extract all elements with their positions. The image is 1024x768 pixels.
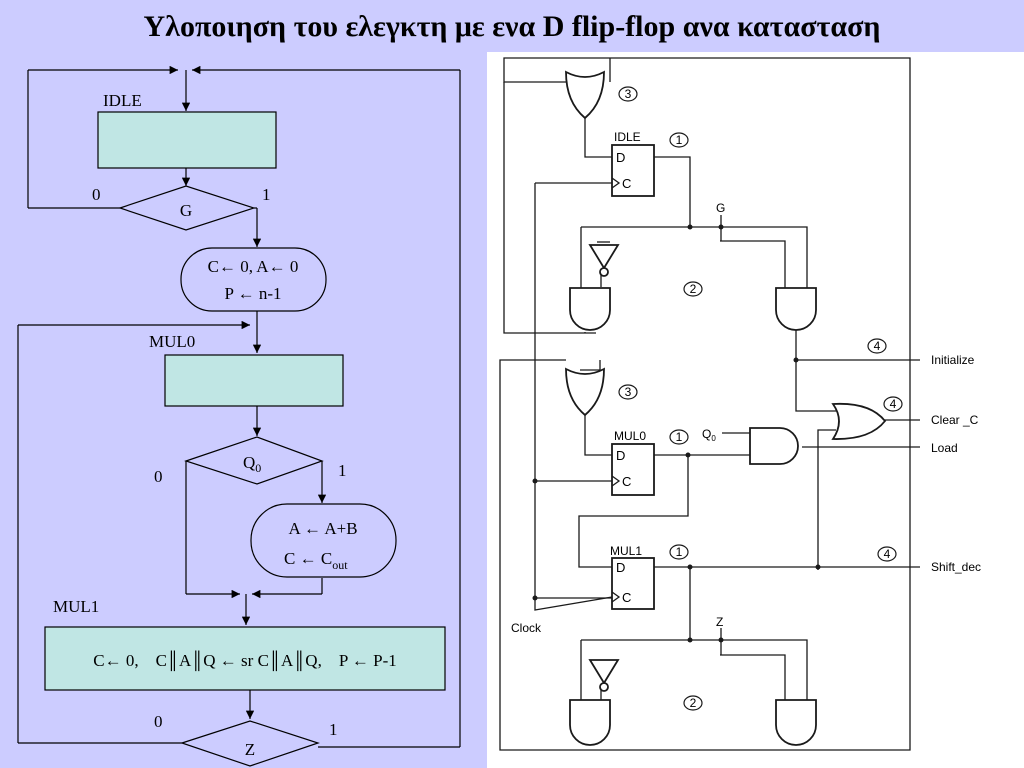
and-gate-bottom-left bbox=[569, 699, 611, 746]
mul0-label: MUL0 bbox=[149, 332, 195, 351]
signal-clock: Clock bbox=[511, 621, 542, 635]
inverter-top bbox=[588, 244, 620, 270]
svg-text:1: 1 bbox=[676, 545, 683, 559]
svg-text:3: 3 bbox=[625, 385, 632, 399]
or-gate-top bbox=[565, 70, 605, 120]
and-gate-load bbox=[749, 427, 799, 465]
add-line1: A ← A+B bbox=[288, 519, 357, 538]
svg-text:1: 1 bbox=[676, 430, 683, 444]
z-zero-label: 0 bbox=[154, 712, 163, 731]
ff-mul1 bbox=[611, 557, 655, 610]
svg-text:4: 4 bbox=[890, 397, 897, 411]
signal-z: Z bbox=[716, 615, 723, 629]
svg-text:1: 1 bbox=[676, 133, 683, 147]
schematic-panel bbox=[487, 52, 1024, 768]
or-gate-clear bbox=[831, 402, 887, 440]
svg-text:2: 2 bbox=[690, 696, 697, 710]
add-conditional-box bbox=[250, 503, 397, 578]
add-line2: C ← Cout bbox=[284, 549, 348, 572]
svg-text:3: 3 bbox=[625, 87, 632, 101]
mul1-label: MUL1 bbox=[53, 597, 99, 616]
ff-idle-label: IDLE bbox=[614, 130, 641, 144]
and-gate-bottom-right bbox=[775, 699, 817, 746]
svg-text:C: C bbox=[622, 176, 631, 191]
svg-text:4: 4 bbox=[874, 339, 881, 353]
ff-idle bbox=[611, 144, 655, 197]
z-one-label: 1 bbox=[329, 720, 338, 739]
and-gate-top-left bbox=[569, 287, 611, 331]
z-label: Z bbox=[245, 740, 255, 759]
output-load: Load bbox=[931, 441, 958, 455]
q0-zero-label: 0 bbox=[154, 467, 163, 486]
g-decision bbox=[118, 185, 256, 231]
svg-text:D: D bbox=[616, 448, 625, 463]
page-title: Υλοποιηση του ελεγκτη με ενα D flip-flop… bbox=[143, 10, 881, 43]
q0-one-label: 1 bbox=[338, 461, 347, 480]
g-label: G bbox=[180, 201, 192, 220]
q0-label: Q0 bbox=[243, 453, 261, 475]
inverter-bottom bbox=[588, 659, 620, 685]
svg-text:4: 4 bbox=[884, 547, 891, 561]
svg-text:D: D bbox=[616, 560, 625, 575]
and-gate-top-right bbox=[775, 287, 817, 331]
init-line2: P ← n-1 bbox=[225, 284, 282, 303]
ff-mul0 bbox=[611, 443, 655, 496]
ff-mul1-label: MUL1 bbox=[610, 544, 642, 558]
q0-decision bbox=[184, 436, 324, 485]
or-gate-mid bbox=[565, 367, 605, 417]
mul1-state-box bbox=[44, 626, 446, 691]
idle-label: IDLE bbox=[103, 91, 142, 110]
ff-mul0-label: MUL0 bbox=[614, 429, 646, 443]
output-initialize: Initialize bbox=[931, 353, 975, 367]
output-clear-c: Clear _C bbox=[931, 413, 979, 427]
signal-g: G bbox=[716, 201, 725, 215]
mul0-state-box bbox=[164, 354, 344, 407]
init-line1: C← 0, A← 0 bbox=[208, 257, 299, 276]
g-zero-label: 0 bbox=[92, 185, 101, 204]
z-decision bbox=[180, 720, 320, 767]
g-one-label: 1 bbox=[262, 185, 271, 204]
svg-text:C: C bbox=[622, 474, 631, 489]
svg-text:C: C bbox=[622, 590, 631, 605]
idle-state-box bbox=[97, 111, 277, 169]
init-conditional-box bbox=[180, 247, 327, 312]
output-shift-dec: Shift_dec bbox=[931, 560, 981, 574]
svg-text:2: 2 bbox=[690, 282, 697, 296]
svg-text:D: D bbox=[616, 150, 625, 165]
mul1-action: C← 0, C║A║Q ← sr C║A║Q, P ← P-1 bbox=[93, 650, 397, 672]
signal-q0: Q0 bbox=[702, 427, 716, 443]
